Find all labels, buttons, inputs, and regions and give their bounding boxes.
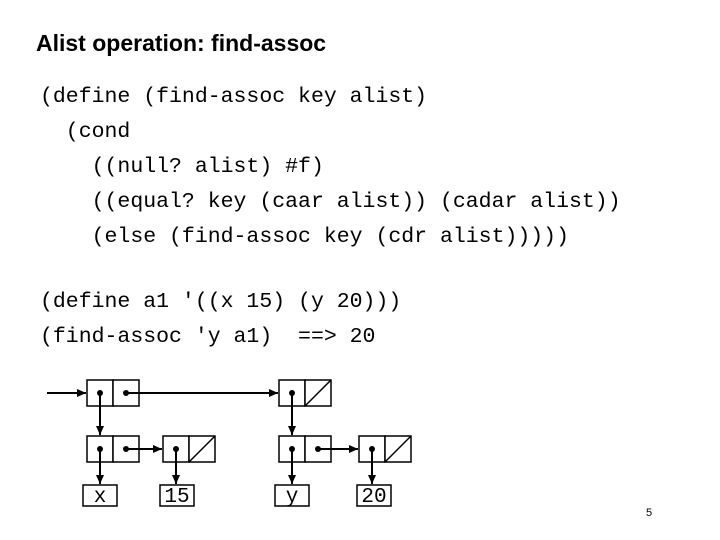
find-assoc-definition: (define (find-assoc key alist) (cond ((n… bbox=[40, 80, 621, 255]
code-line: (cond bbox=[40, 120, 131, 144]
code-line: (define a1 '((x 15) (y 20))) bbox=[40, 290, 402, 314]
atom-box-15: 15 bbox=[159, 484, 195, 509]
code-line: ((null? alist) #f) bbox=[40, 155, 324, 179]
code-line: (find-assoc 'y a1) ==> 20 bbox=[40, 325, 376, 349]
code-line: ((equal? key (caar alist)) (cadar alist)… bbox=[40, 190, 621, 214]
atom-box-x: x bbox=[82, 484, 118, 509]
spine-cons-cell-2 bbox=[278, 379, 332, 407]
atom-label: x bbox=[94, 486, 107, 509]
atom-box-y: y bbox=[274, 484, 310, 509]
atom-label: 20 bbox=[361, 486, 386, 509]
example-code: (define a1 '((x 15) (y 20))) (find-assoc … bbox=[40, 285, 401, 355]
slide-title: Alist operation: find-assoc bbox=[36, 30, 327, 56]
code-line: (else (find-assoc key (cdr alist))))) bbox=[40, 225, 569, 249]
pair-x-cell-1 bbox=[86, 435, 140, 463]
page-number: 5 bbox=[646, 507, 653, 519]
pair-y-cell-2 bbox=[358, 435, 412, 463]
atom-label: y bbox=[286, 486, 299, 509]
pair-x-cell-2 bbox=[162, 435, 216, 463]
code-line: (define (find-assoc key alist) bbox=[40, 85, 428, 109]
atom-box-20: 20 bbox=[356, 484, 392, 509]
atom-label: 15 bbox=[164, 486, 189, 509]
